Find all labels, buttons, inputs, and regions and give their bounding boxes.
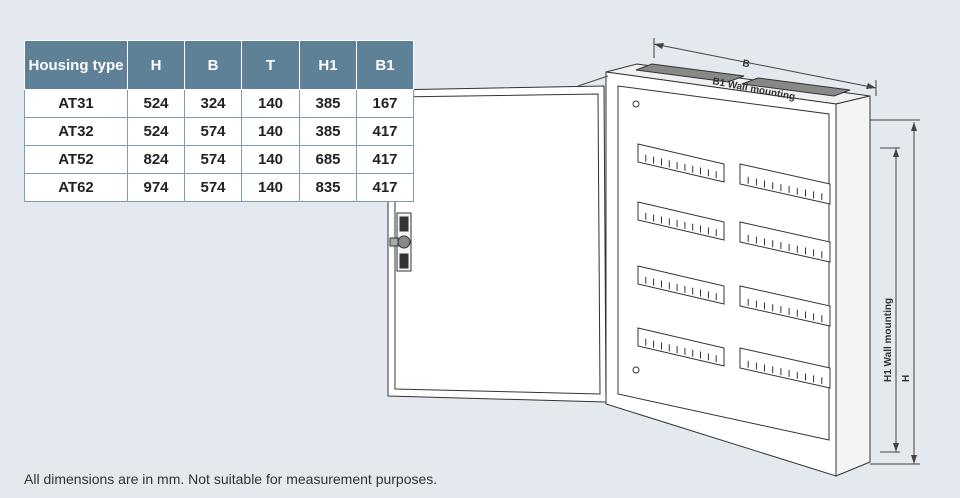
cell-b: 324 — [184, 89, 242, 118]
header-b: B — [184, 40, 242, 90]
header-b1: B1 — [356, 40, 414, 90]
cell-housing-type: AT31 — [24, 89, 128, 118]
top-opening-right — [741, 77, 851, 97]
cell-t: 140 — [241, 117, 300, 146]
cell-h1: 385 — [299, 117, 357, 146]
top-opening-left — [635, 63, 745, 83]
cell-h: 824 — [127, 145, 185, 174]
cell-b: 574 — [184, 117, 242, 146]
table-row: AT62 974 574 140 835 417 — [24, 173, 414, 202]
label-h: H — [901, 375, 912, 382]
cell-b1: 417 — [356, 173, 414, 202]
cabinet-door — [387, 85, 607, 403]
label-h1-wall-mounting: H1 Wall mounting — [883, 298, 894, 382]
table-header-row: Housing type H B T H1 B1 — [24, 40, 414, 90]
cabinet-interior — [617, 85, 830, 441]
cell-b1: 417 — [356, 145, 414, 174]
dim-line-b — [653, 43, 877, 89]
cell-h1: 685 — [299, 145, 357, 174]
footnote: All dimensions are in mm. Not suitable f… — [24, 471, 438, 487]
cell-b1: 167 — [356, 89, 414, 118]
cell-housing-type: AT62 — [24, 173, 128, 202]
cell-b: 574 — [184, 145, 242, 174]
dim-line-t — [577, 75, 609, 87]
table-row: AT31 524 324 140 385 167 — [24, 89, 414, 118]
header-h1: H1 — [299, 40, 357, 90]
cell-t: 140 — [241, 89, 300, 118]
header-h: H — [127, 40, 185, 90]
din-rails — [637, 143, 831, 389]
cell-h: 524 — [127, 117, 185, 146]
din-rail-terminals — [645, 154, 823, 385]
cell-h1: 835 — [299, 173, 357, 202]
table-row: AT32 524 574 140 385 417 — [24, 117, 414, 146]
label-b: B — [741, 58, 750, 70]
cell-b1: 417 — [356, 117, 414, 146]
cell-b: 574 — [184, 173, 242, 202]
cell-t: 140 — [241, 173, 300, 202]
table-row: AT52 824 574 140 685 417 — [24, 145, 414, 174]
cell-housing-type: AT32 — [24, 117, 128, 146]
cell-h: 524 — [127, 89, 185, 118]
cell-housing-type: AT52 — [24, 145, 128, 174]
cell-h: 974 — [127, 173, 185, 202]
cell-t: 140 — [241, 145, 300, 174]
cabinet-side — [835, 95, 871, 477]
cell-h1: 385 — [299, 89, 357, 118]
header-t: T — [241, 40, 300, 90]
header-housing-type: Housing type — [24, 40, 128, 90]
dimensions-table: Housing type H B T H1 B1 AT31 524 324 14… — [24, 40, 414, 202]
